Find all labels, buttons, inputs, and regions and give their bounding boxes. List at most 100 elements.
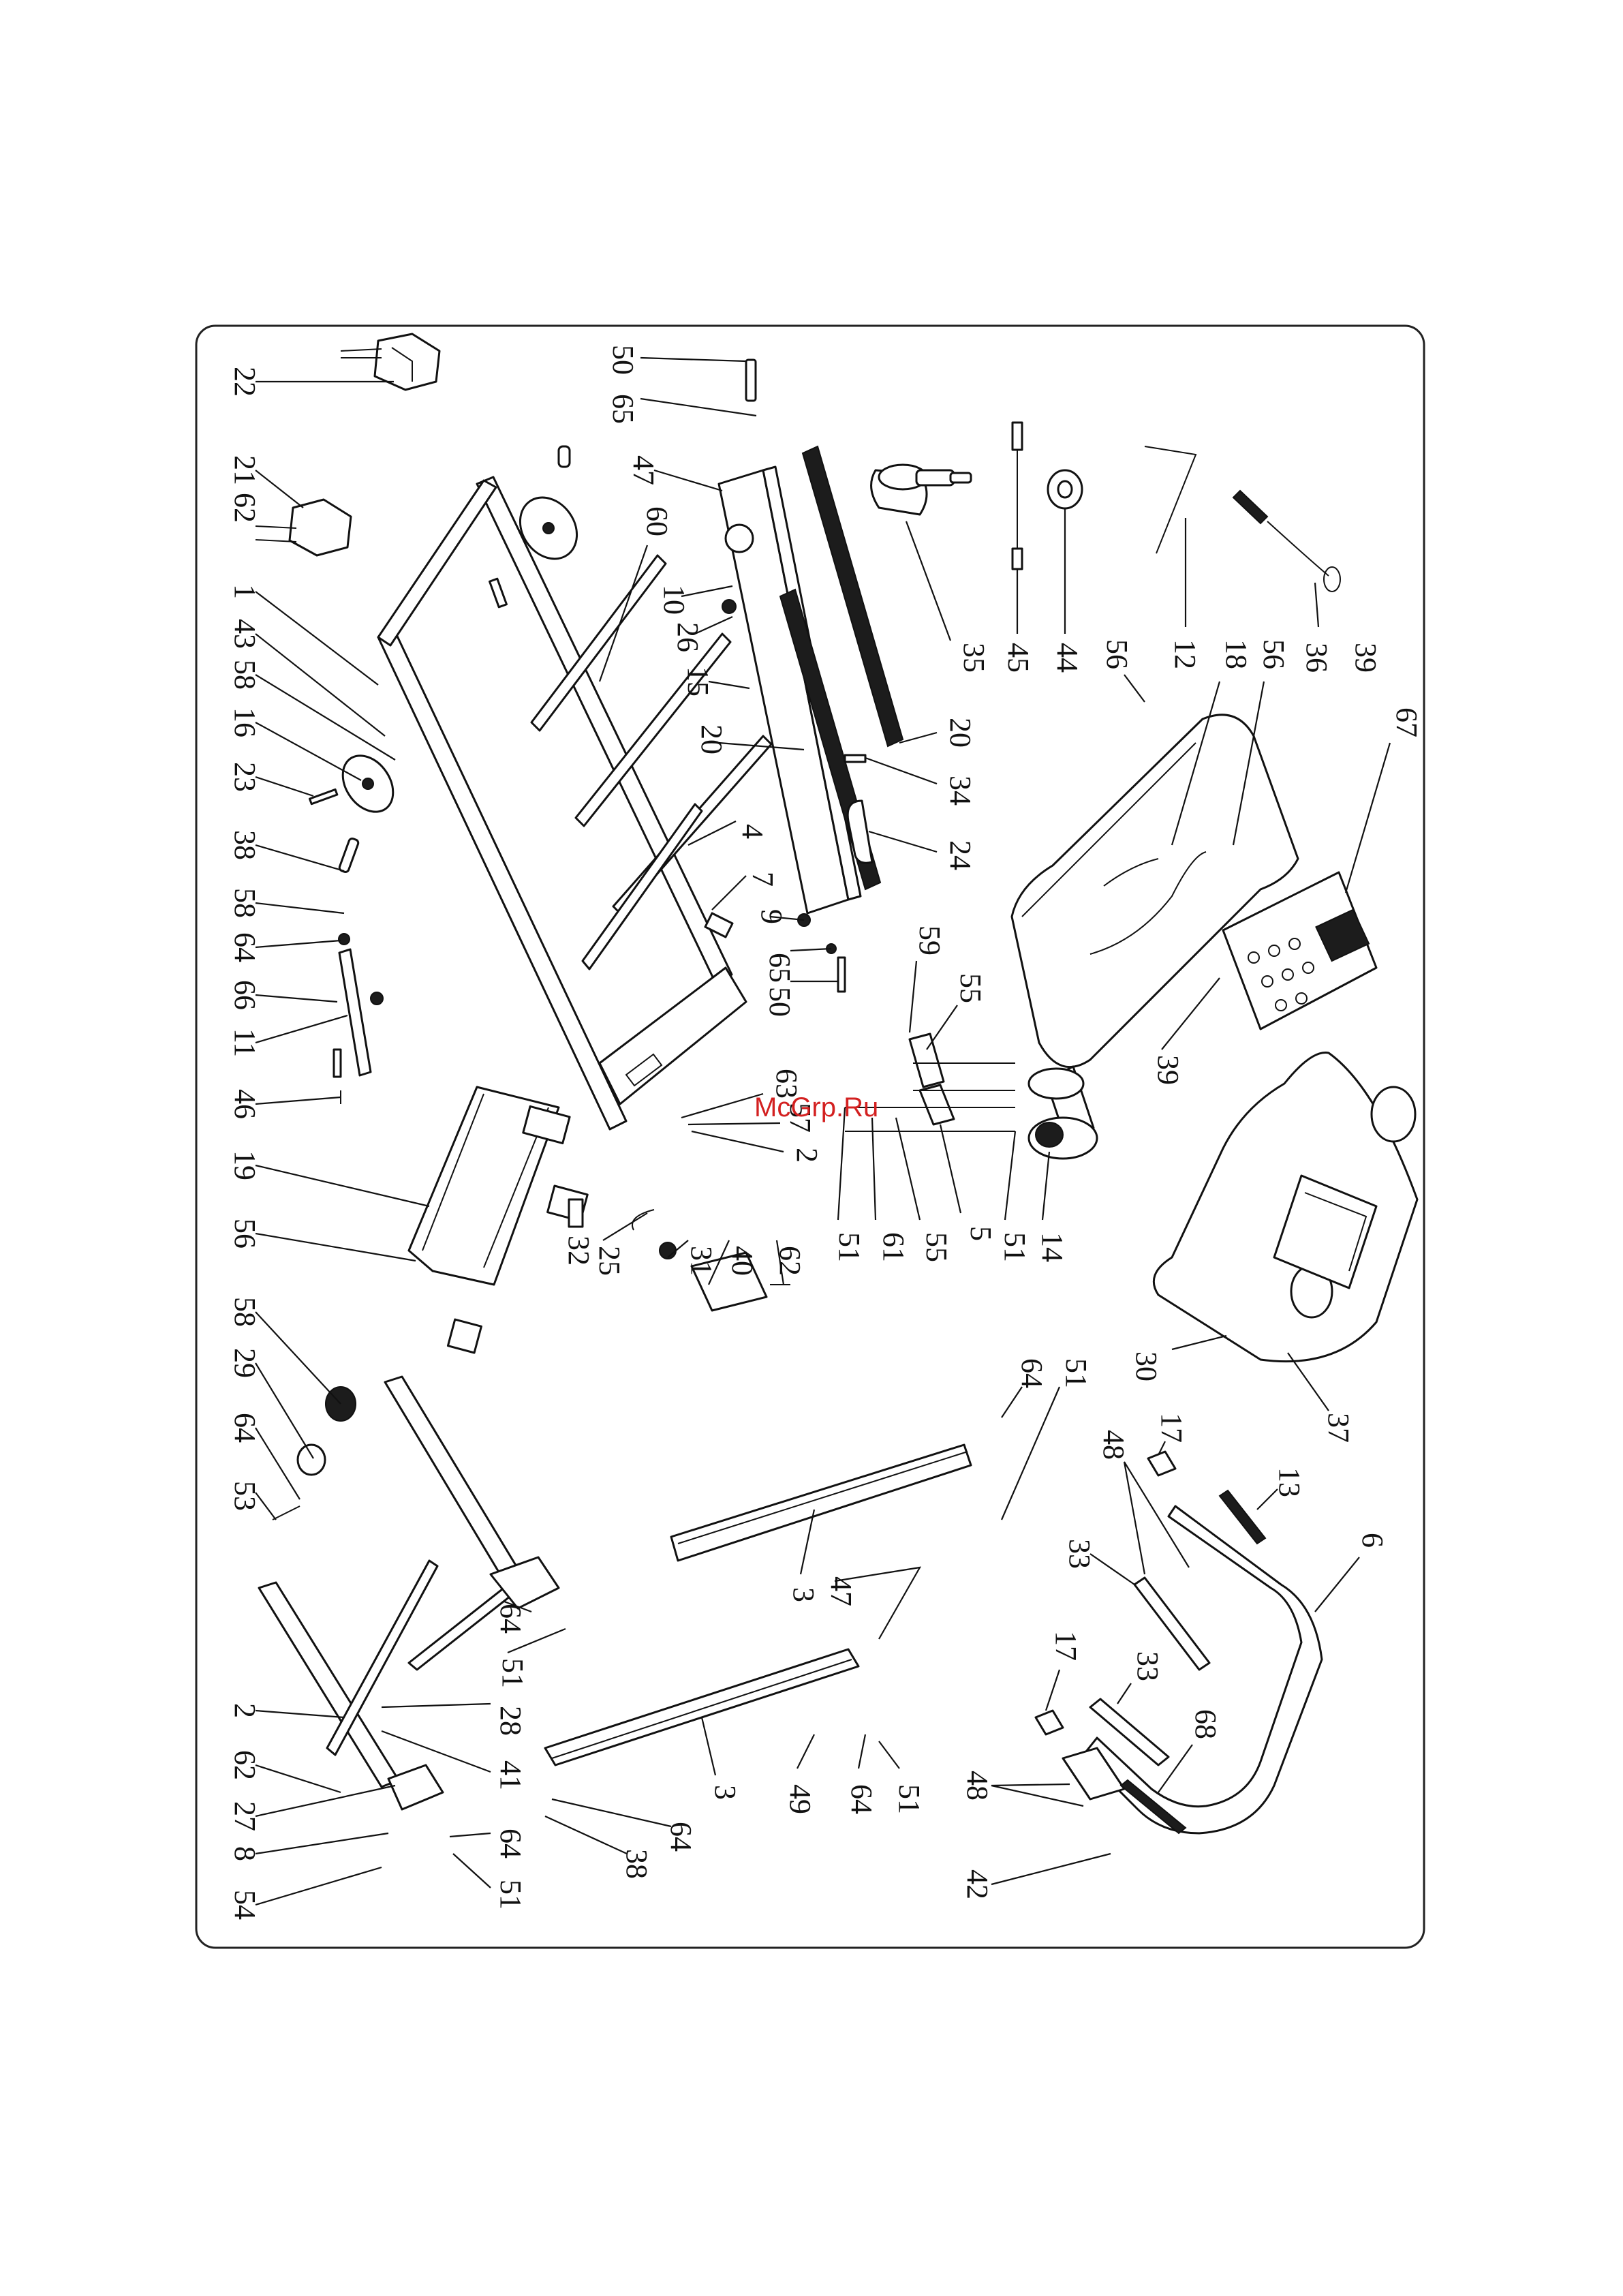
label-36: 36: [1300, 583, 1333, 673]
label-17b: 17: [1046, 1631, 1083, 1711]
label-64g: 64: [845, 1734, 878, 1814]
watermark: McGrp.Ru: [754, 1092, 878, 1122]
label-48b: 48: [961, 1771, 1083, 1806]
label-51c: 51: [496, 1629, 566, 1688]
part-number: 51: [496, 1658, 529, 1688]
label-45: 45: [1002, 569, 1035, 673]
part-number: 51: [833, 1232, 866, 1262]
label-39a: 39: [1349, 643, 1382, 673]
part-number: 12: [1169, 639, 1202, 669]
part-number: 21: [228, 455, 262, 485]
label-8: 8: [228, 1833, 388, 1861]
label-30: 30: [1130, 1336, 1226, 1381]
part-number: 62: [773, 1246, 807, 1276]
part-number: 31: [685, 1246, 718, 1276]
label-56a: 56: [1100, 639, 1145, 702]
part-37-console-tray: [1154, 1053, 1417, 1362]
label-66: 66: [228, 980, 337, 1010]
label-62a: 62: [228, 493, 262, 523]
label-61: 61: [872, 1118, 910, 1262]
part-number: 43: [228, 619, 262, 649]
label-65: 65: [606, 394, 756, 424]
label-37: 37: [1288, 1353, 1355, 1443]
part-number: 55: [920, 1232, 953, 1262]
label-59: 59: [910, 925, 946, 1032]
label-2b: 2: [228, 1703, 344, 1718]
part-3-upright-top: [671, 1445, 971, 1561]
part-number: 27: [228, 1801, 262, 1831]
part-number: 10: [658, 585, 691, 615]
part-number: 2: [228, 1703, 262, 1718]
part-number: 58: [228, 888, 262, 918]
part-number: 68: [1189, 1709, 1222, 1739]
part-16-roller-cover: [309, 746, 403, 873]
part-number: 51: [893, 1784, 926, 1814]
label-65b: 65: [763, 949, 831, 983]
label-46: 46: [228, 1089, 341, 1119]
part-number: 16: [228, 707, 262, 737]
part-number: 39: [1349, 643, 1382, 673]
label-58b: 58: [228, 888, 344, 918]
label-6: 6: [1315, 1533, 1389, 1612]
part-number: 53: [228, 1481, 262, 1511]
label-64d: 64: [450, 1828, 527, 1858]
part-number: 44: [1051, 643, 1084, 673]
label-3b: 3: [702, 1717, 742, 1800]
part-number: 38: [228, 830, 262, 860]
part-number: 28: [494, 1706, 527, 1736]
part-number: 11: [228, 1028, 262, 1057]
part-number: 47: [824, 1576, 858, 1606]
part-number: 17: [1049, 1631, 1083, 1661]
part-number: 47: [627, 455, 660, 485]
part-number: 50: [763, 987, 797, 1017]
part-number: 8: [228, 1846, 262, 1861]
part-number: 56: [228, 1219, 262, 1249]
label-39b: 39: [1151, 978, 1220, 1085]
label-50: 50: [606, 345, 746, 375]
label-25: 25: [593, 1213, 647, 1276]
part-number: 64: [494, 1604, 527, 1634]
label-15: 15: [681, 667, 749, 697]
label-35: 35: [906, 521, 991, 673]
part-number: 36: [1300, 643, 1333, 673]
part-number: 51: [494, 1880, 527, 1910]
label-55a: 55: [927, 973, 987, 1050]
part-21-bracket: [256, 500, 351, 555]
part-number: 51: [1060, 1358, 1093, 1388]
part-number: 48: [1097, 1430, 1130, 1460]
label-13: 13: [1257, 1467, 1306, 1510]
label-34: 34: [865, 758, 977, 806]
label-62c: 62: [228, 1750, 341, 1792]
part-number: 3: [787, 1587, 820, 1602]
part-number: 7: [746, 872, 779, 887]
part-number: 14: [1036, 1232, 1069, 1262]
label-27: 27: [228, 1786, 395, 1831]
label-47b: 47: [824, 1567, 920, 1639]
part-11-shock: [334, 934, 383, 1104]
label-64e: 64: [1002, 1358, 1049, 1418]
part-number: 13: [1273, 1467, 1306, 1497]
part-number: 34: [944, 776, 977, 806]
part-number: 25: [593, 1246, 626, 1276]
part-number: 19: [228, 1150, 262, 1180]
part-number: 29: [228, 1348, 262, 1378]
label-10: 10: [658, 585, 732, 615]
part-number: 1: [228, 584, 262, 599]
part-number: 33: [1131, 1651, 1164, 1681]
label-50b: 50: [763, 981, 838, 1017]
part-12-hex-key: [1145, 446, 1196, 553]
part-number: 20: [944, 718, 977, 748]
part-number: 65: [606, 394, 640, 424]
label-42: 42: [961, 1854, 1111, 1899]
label-64f: 64: [552, 1799, 698, 1852]
label-24: 24: [869, 831, 977, 870]
label-12: 12: [1169, 518, 1202, 669]
part-number: 15: [681, 667, 715, 697]
label-47: 47: [627, 455, 722, 491]
label-49: 49: [784, 1734, 817, 1814]
part-number: 51: [998, 1232, 1032, 1262]
label-19: 19: [228, 1150, 429, 1206]
part-number: 3: [709, 1785, 742, 1800]
part-number: 45: [1002, 643, 1035, 673]
